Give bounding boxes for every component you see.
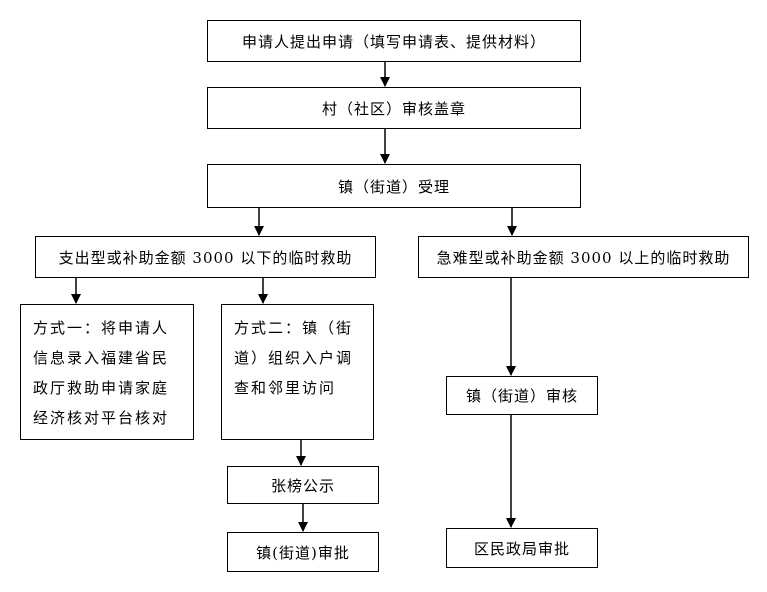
step-small-amount-aid-label: 支出型或补助金额 3000 以下的临时救助 — [58, 248, 353, 267]
method-two-line-2: 道）组织入户调 — [234, 349, 354, 367]
step-town-accept-label: 镇（街道）受理 — [337, 177, 450, 196]
step-small-amount-aid: 支出型或补助金额 3000 以下的临时救助 — [35, 236, 376, 278]
step-village-review-label: 村（社区）审核盖章 — [321, 99, 466, 118]
step-district-approve: 区民政局审批 — [446, 528, 598, 568]
step-district-approve-label: 区民政局审批 — [473, 539, 570, 558]
step-town-approve-label: 镇(街道)审批 — [256, 543, 350, 562]
step-large-amount-aid-label: 急难型或补助金额 3000 以上的临时救助 — [436, 248, 731, 267]
step-large-amount-aid: 急难型或补助金额 3000 以上的临时救助 — [418, 236, 749, 278]
step-town-accept: 镇（街道）受理 — [207, 164, 581, 208]
step-town-approve: 镇(街道)审批 — [227, 532, 379, 572]
step-method-one: 方式一：将申请人 信息录入福建省民 政厅救助申请家庭 经济核对平台核对 — [20, 304, 194, 440]
method-one-line-3: 政厅救助申请家庭 — [33, 379, 170, 397]
step-publicity: 张榜公示 — [227, 466, 379, 504]
method-two-line-1: 方式二：镇（街 — [234, 319, 354, 337]
method-one-line-2: 信息录入福建省民 — [33, 349, 170, 367]
step-town-review: 镇（街道）审核 — [446, 376, 598, 415]
step-apply-label: 申请人提出申请（填写申请表、提供材料） — [241, 32, 546, 51]
method-one-line-1: 方式一：将申请人 — [33, 319, 170, 337]
method-two-line-3: 查和邻里访问 — [234, 379, 337, 397]
step-apply: 申请人提出申请（填写申请表、提供材料） — [207, 20, 581, 62]
step-method-two: 方式二：镇（街 道）组织入户调 查和邻里访问 — [221, 304, 374, 440]
method-one-line-4: 经济核对平台核对 — [33, 409, 170, 427]
step-village-review: 村（社区）审核盖章 — [207, 87, 581, 129]
step-town-review-label: 镇（街道）审核 — [465, 387, 578, 405]
step-publicity-label: 张榜公示 — [270, 476, 335, 495]
